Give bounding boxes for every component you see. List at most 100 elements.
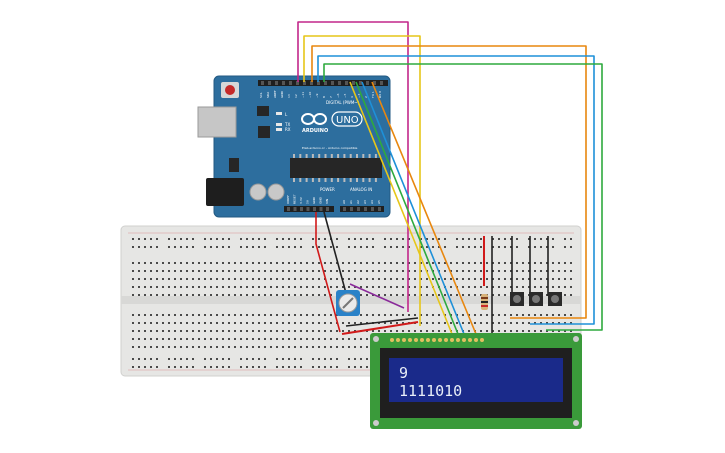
breadboard-hole [144, 278, 146, 280]
breadboard-hole [498, 270, 500, 272]
breadboard-hole [186, 322, 188, 324]
capacitor [249, 183, 267, 201]
breadboard-hole [402, 314, 404, 316]
breadboard-hole [330, 246, 332, 248]
breadboard-hole [216, 270, 218, 272]
breadboard-hole [396, 246, 398, 248]
breadboard-hole [498, 286, 500, 288]
header-pin [326, 207, 329, 211]
breadboard-hole [480, 314, 482, 316]
breadboard-hole [264, 278, 266, 280]
breadboard-hole [186, 366, 188, 368]
breadboard-hole [174, 346, 176, 348]
breadboard-hole [378, 270, 380, 272]
breadboard-hole [240, 338, 242, 340]
header-pin [319, 207, 323, 211]
breadboard-hole [564, 262, 566, 264]
breadboard-hole [336, 286, 338, 288]
breadboard-hole [360, 262, 362, 264]
breadboard-hole [426, 278, 428, 280]
breadboard-hole [204, 346, 206, 348]
breadboard-hole [564, 314, 566, 316]
header-pin [324, 81, 327, 85]
breadboard-hole [132, 366, 134, 368]
breadboard-hole [312, 238, 314, 240]
breadboard-hole [504, 278, 506, 280]
breadboard-hole [546, 314, 548, 316]
breadboard-hole [366, 246, 368, 248]
breadboard-hole [540, 270, 542, 272]
breadboard-hole [252, 278, 254, 280]
breadboard-hole [408, 278, 410, 280]
breadboard-hole [420, 270, 422, 272]
breadboard-hole [228, 330, 230, 332]
microcontroller-chip [290, 158, 382, 178]
breadboard-hole [246, 278, 248, 280]
breadboard-hole [174, 330, 176, 332]
push-button-1[interactable] [510, 292, 524, 306]
breadboard-hole [456, 322, 458, 324]
breadboard-hole [474, 246, 476, 248]
breadboard-hole [270, 286, 272, 288]
breadboard-hole [138, 338, 140, 340]
header-pin [306, 207, 310, 211]
breadboard-hole [258, 330, 260, 332]
breadboard-hole [276, 366, 278, 368]
breadboard-hole [222, 366, 224, 368]
push-button-3[interactable] [548, 292, 562, 306]
power-pin-label: A1 [349, 200, 353, 204]
breadboard-hole [210, 262, 212, 264]
breadboard-hole [240, 322, 242, 324]
breadboard-hole [234, 270, 236, 272]
breadboard-hole [306, 338, 308, 340]
breadboard-hole [180, 314, 182, 316]
lcd-screen [389, 358, 563, 402]
wire-green [323, 63, 603, 331]
breadboard-hole [312, 262, 314, 264]
breadboard-hole [252, 338, 254, 340]
breadboard-hole [330, 330, 332, 332]
breadboard-hole [186, 338, 188, 340]
breadboard-hole [330, 346, 332, 348]
breadboard-hole [510, 278, 512, 280]
breadboard-hole [324, 246, 326, 248]
breadboard-hole [522, 286, 524, 288]
power-pin-label: A2 [356, 200, 360, 204]
header-pin [380, 81, 383, 85]
breadboard-hole [240, 262, 242, 264]
breadboard-hole [306, 322, 308, 324]
lcd-pin [438, 338, 442, 342]
breadboard-hole [150, 366, 152, 368]
breadboard-hole [162, 286, 164, 288]
breadboard-hole [498, 294, 500, 296]
breadboard-hole [438, 314, 440, 316]
breadboard-hole [324, 262, 326, 264]
breadboard-hole [324, 270, 326, 272]
breadboard-hole [264, 294, 266, 296]
breadboard-hole [462, 262, 464, 264]
breadboard-hole [480, 322, 482, 324]
breadboard-hole [558, 286, 560, 288]
breadboard-hole [198, 314, 200, 316]
breadboard-hole [534, 278, 536, 280]
breadboard-hole [456, 262, 458, 264]
chip-leg [293, 178, 295, 182]
breadboard-hole [546, 286, 548, 288]
breadboard-hole [468, 270, 470, 272]
potentiometer[interactable] [336, 290, 360, 316]
breadboard-hole [348, 262, 350, 264]
chip-legs [293, 154, 377, 182]
l-led-label: L [285, 112, 288, 117]
breadboard-hole [522, 330, 524, 332]
breadboard-hole [360, 358, 362, 360]
breadboard-hole [276, 358, 278, 360]
breadboard-hole [414, 270, 416, 272]
breadboard-hole [264, 366, 266, 368]
breadboard-hole [138, 330, 140, 332]
digital-pin-label: 2 [364, 96, 368, 98]
breadboard-hole [252, 294, 254, 296]
push-button-2[interactable] [529, 292, 543, 306]
breadboard-hole [186, 294, 188, 296]
digital-pin-label: 8 [322, 96, 326, 98]
breadboard-hole [516, 330, 518, 332]
